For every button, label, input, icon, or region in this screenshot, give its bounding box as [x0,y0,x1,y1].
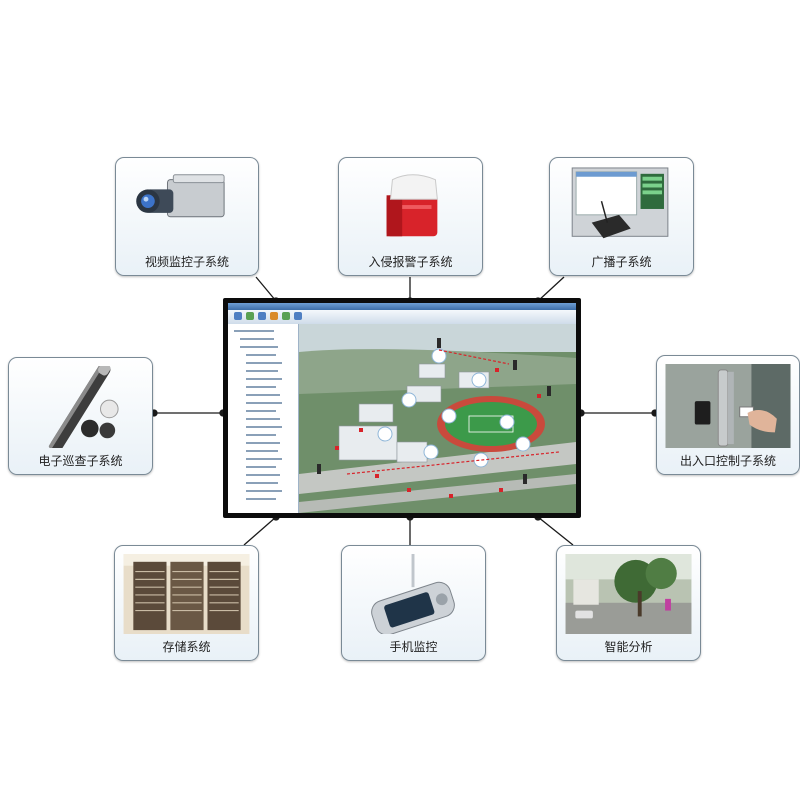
tree-row [246,482,278,484]
node-intelligent-analysis: 智能分析 [556,545,701,661]
cctv-camera-icon [124,166,250,249]
monitoring-software-screen [228,303,576,513]
tree-row [246,442,280,444]
toolbar-button [294,312,302,320]
street-scene-icon [565,554,692,634]
tree-row [246,402,282,404]
tree-row [246,362,282,364]
central-monitor [223,298,581,518]
node-label: 视频监控子系统 [144,255,229,269]
broadcast-console-icon [558,166,685,249]
node-label: 入侵报警子系统 [368,255,453,269]
access-card-reader-icon [665,364,791,448]
window-titlebar [228,303,576,310]
toolbar-button [234,312,242,320]
tree-row [246,426,282,428]
node-label: 广播子系统 [591,255,652,269]
node-label: 电子巡查子系统 [38,454,123,468]
tree-row [234,330,274,332]
patrol-wand-icon [17,366,144,448]
tree-row [246,490,282,492]
campus-3d-map [299,324,576,513]
toolbar-button [282,312,290,320]
node-intrusion-alarm: 入侵报警子系统 [338,157,483,276]
toolbar-button [270,312,278,320]
tree-row [246,458,282,460]
node-access-control: 出入口控制子系统 [656,355,800,475]
tree-row [240,338,274,340]
toolbar-button [258,312,266,320]
node-electronic-patrol: 电子巡查子系统 [8,357,153,475]
tree-row [246,498,276,500]
software-toolbar [228,310,576,325]
node-label: 出入口控制子系统 [679,454,776,468]
alarm-siren-icon [347,166,474,249]
tree-row [246,378,282,380]
node-label: 智能分析 [604,640,653,654]
node-label: 手机监控 [389,640,438,654]
tree-row [246,418,280,420]
node-broadcast: 广播子系统 [549,157,694,276]
node-label: 存储系统 [162,640,211,654]
node-storage: 存储系统 [114,545,259,661]
tree-row [246,394,280,396]
tree-row [246,410,276,412]
node-video-surveillance: 视频监控子系统 [115,157,259,276]
tree-row [246,450,278,452]
handheld-device-icon [350,554,477,634]
toolbar-button [246,312,254,320]
tree-row [240,346,278,348]
node-mobile-monitoring: 手机监控 [341,545,486,661]
device-tree-panel [228,324,299,513]
tree-row [246,466,276,468]
tree-row [246,434,276,436]
storage-rack-icon [123,554,250,634]
tree-row [246,474,280,476]
tree-row [246,370,278,372]
tree-row [246,386,276,388]
tree-row [246,354,276,356]
